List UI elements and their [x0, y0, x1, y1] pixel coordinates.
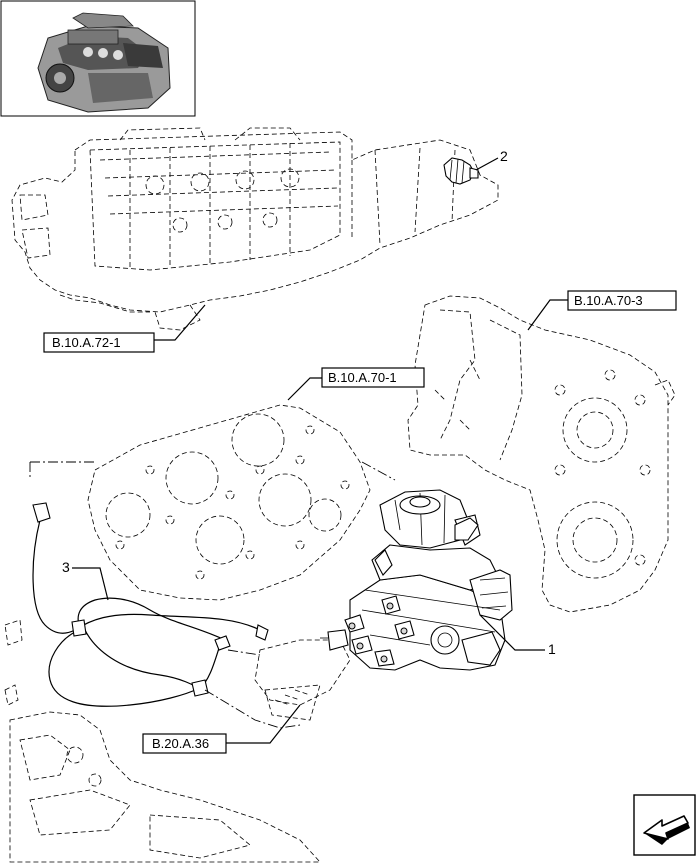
fitting-part-2[interactable] — [443, 157, 479, 185]
callout-leader-1 — [479, 614, 545, 651]
cylinder-block-phantom — [29, 404, 396, 601]
engine-block-lower-phantom — [4, 619, 321, 863]
gear-housing-phantom — [407, 295, 676, 613]
ref-label-3: B.10.A.70-1 — [328, 370, 397, 385]
next-page-arrow-icon[interactable] — [633, 794, 696, 856]
ref-box-2[interactable]: B.10.A.70-3 — [567, 290, 677, 311]
cylinder-head-phantom — [11, 127, 499, 331]
callout-label-2: 2 — [500, 148, 508, 164]
ref-label-1: B.10.A.72-1 — [52, 335, 121, 350]
injection-pump-part-1[interactable] — [320, 489, 513, 671]
pump-bracket-phantom — [204, 639, 351, 729]
callout-label-1: 1 — [548, 641, 556, 657]
ref-leader-3 — [287, 377, 322, 401]
ref-leader-1 — [154, 304, 206, 341]
engine-thumbnail-icon[interactable] — [0, 0, 196, 117]
ref-label-4: B.20.A.36 — [152, 736, 209, 751]
callout-leader-3 — [72, 567, 109, 601]
ref-label-2: B.10.A.70-3 — [574, 293, 643, 308]
ref-box-4[interactable]: B.20.A.36 — [142, 733, 227, 754]
wiring-harness-part-3[interactable] — [32, 502, 269, 707]
ref-box-1[interactable]: B.10.A.72-1 — [43, 332, 155, 353]
callout-leader-2 — [475, 157, 499, 171]
ref-leader-2 — [527, 299, 568, 331]
ref-leader-4 — [226, 704, 301, 744]
callout-label-3: 3 — [62, 559, 70, 575]
ref-box-3[interactable]: B.10.A.70-1 — [321, 367, 425, 388]
